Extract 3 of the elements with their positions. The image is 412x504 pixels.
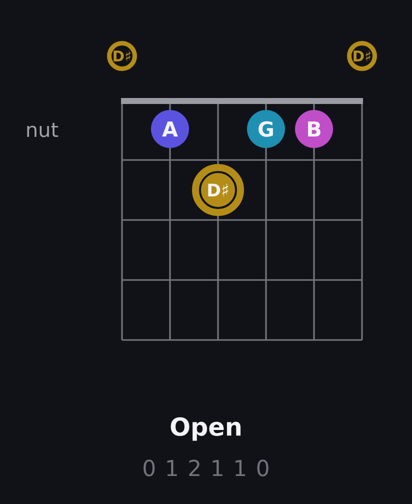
side-label: nut [27, 122, 58, 138]
fingering-label: 0 1 2 1 1 0 [144, 460, 268, 476]
chord-title: Open [170, 417, 241, 441]
